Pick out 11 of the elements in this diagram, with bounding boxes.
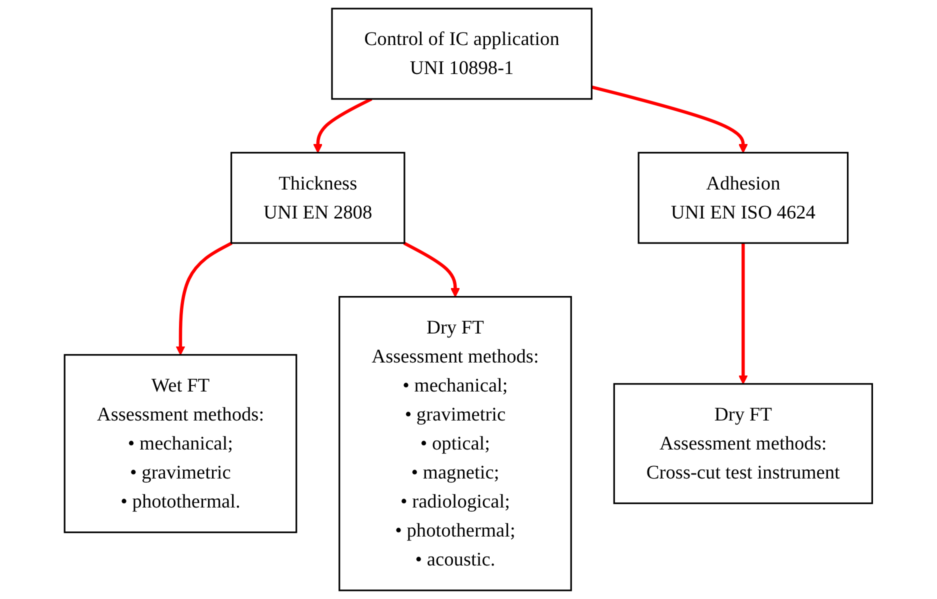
arrow (591, 85, 748, 154)
arrow (403, 242, 460, 298)
arrow (176, 242, 233, 356)
node-box: Dry FT Assessment methods: • mechanical; • gravimetric • optical; • magnetic; • radiological; • photothermal; • acoustic. (338, 296, 572, 592)
node-box: Adhesion UNI EN ISO 4624 (638, 152, 849, 244)
node-box: Thickness UNI EN 2808 (230, 152, 406, 244)
node-box: Dry FT Assessment methods: Cross-cut test instrument (613, 383, 874, 504)
arrow (738, 243, 748, 384)
node-box: Wet FT Assessment methods: • mechanical; • gravimetric • photothermal. (64, 354, 298, 534)
node-box: Control of IC application UNI 10898-1 (331, 8, 593, 100)
arrow (313, 98, 372, 154)
